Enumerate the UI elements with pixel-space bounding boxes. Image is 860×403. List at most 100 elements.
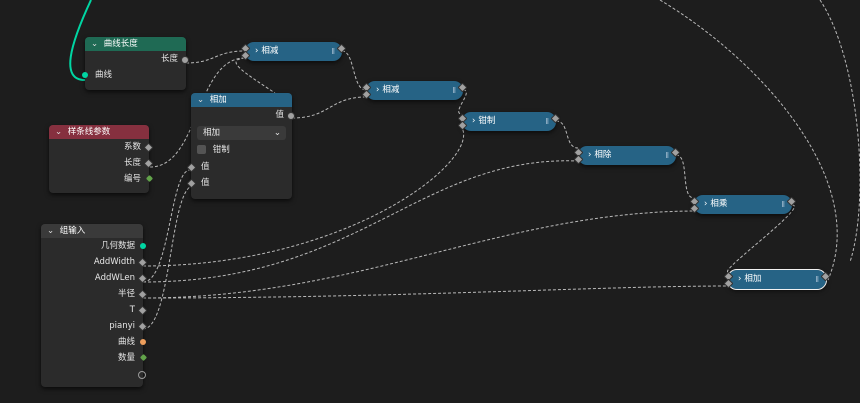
socket-label: 几何数据 — [100, 241, 135, 251]
input-socket[interactable] — [573, 154, 584, 165]
link-wlen-to-add — [142, 169, 191, 283]
node-group-input[interactable]: ⌄ 组输入 几何数据 AddWidth AddWLen 半径 T pianyi … — [41, 224, 148, 387]
input-socket[interactable] — [82, 72, 88, 78]
node-header[interactable]: ⌄ 相加 — [191, 93, 292, 107]
chevron-right-icon[interactable]: › — [738, 274, 742, 284]
link-multiply-to-add — [727, 204, 795, 273]
output-socket[interactable] — [145, 174, 154, 183]
chevron-right-icon[interactable]: › — [704, 199, 708, 209]
socket-label: AddWLen — [94, 273, 135, 283]
node-curve-length[interactable]: ⌄ 曲线长度 长度 曲线 — [82, 37, 189, 90]
socket-row: AddWLen — [41, 270, 148, 286]
input-socket[interactable] — [723, 278, 734, 289]
output-socket[interactable] — [137, 305, 148, 316]
output-socket[interactable] — [550, 113, 561, 123]
link-radius — [142, 210, 695, 299]
socket-row: 长度 — [49, 155, 154, 171]
socket-label: pianyi — [109, 321, 135, 331]
output-socket[interactable] — [181, 56, 189, 64]
output-socket[interactable] — [143, 142, 154, 153]
grip-icon[interactable]: ll — [781, 200, 786, 209]
input-socket[interactable] — [457, 120, 468, 131]
socket-label: 值 — [275, 110, 284, 120]
input-socket[interactable] — [186, 162, 197, 173]
output-socket[interactable] — [137, 289, 148, 300]
pill-subtract-2[interactable]: ›相减 ll — [361, 81, 468, 100]
socket-label: 数量 — [117, 353, 135, 363]
output-socket[interactable] — [457, 82, 468, 92]
link-clamp-to-divide — [555, 120, 579, 149]
socket-label: 长度 — [123, 158, 141, 168]
socket-row: 半径 — [41, 286, 148, 302]
link-top-right-2 — [819, 0, 860, 263]
pill-multiply[interactable]: ›相乘 ll — [689, 195, 797, 214]
socket-row-curve: 曲线 — [82, 67, 186, 83]
chevron-down-icon[interactable]: ⌄ — [47, 226, 55, 236]
output-socket[interactable] — [786, 196, 797, 206]
socket-row-empty — [41, 366, 146, 382]
socket-row: 几何数据 — [41, 238, 146, 254]
chevron-down-icon: ⌄ — [273, 128, 281, 138]
socket-label: 曲线 — [117, 337, 135, 347]
socket-row: 编号 — [49, 171, 154, 187]
pill-label: 相减 — [382, 85, 400, 95]
grip-icon[interactable]: ll — [452, 86, 457, 95]
pill-label: 相除 — [594, 150, 612, 160]
socket-label: AddWidth — [93, 257, 135, 267]
grip-icon[interactable]: ll — [331, 47, 336, 56]
chevron-down-icon[interactable]: ⌄ — [55, 127, 63, 137]
chevron-right-icon[interactable]: › — [376, 85, 380, 95]
node-title: 曲线长度 — [103, 39, 138, 49]
output-socket[interactable] — [143, 158, 154, 169]
link-length-to-subtract — [185, 50, 246, 64]
socket-row-input: 值 — [186, 175, 292, 191]
node-header[interactable]: ⌄ 曲线长度 — [85, 37, 186, 51]
output-socket[interactable] — [820, 271, 831, 281]
chevron-down-icon[interactable]: ⌄ — [197, 95, 205, 105]
output-socket[interactable] — [287, 112, 295, 120]
pill-add[interactable]: ›相加 ll — [723, 269, 831, 290]
node-header[interactable]: ⌄ 样条线参数 — [49, 125, 149, 139]
output-socket[interactable] — [137, 273, 148, 284]
chevron-right-icon[interactable]: › — [588, 150, 592, 160]
virtual-output-socket[interactable] — [138, 371, 146, 379]
pill-clamp[interactable]: ›钳制 ll — [457, 112, 561, 131]
node-title: 组输入 — [59, 226, 86, 236]
pill-subtract-1[interactable]: ›相减 ll — [240, 42, 347, 61]
output-socket[interactable] — [139, 353, 148, 362]
link-add-to-subtract — [291, 96, 367, 119]
output-socket[interactable] — [137, 257, 148, 268]
operation-dropdown[interactable]: 相加 ⌄ — [197, 126, 286, 140]
input-socket[interactable] — [186, 178, 197, 189]
input-socket[interactable] — [240, 50, 251, 61]
input-socket[interactable] — [689, 203, 700, 214]
input-socket[interactable] — [361, 89, 372, 100]
socket-label: 值 — [201, 178, 210, 188]
checkbox-label: 钳制 — [212, 145, 230, 155]
clamp-checkbox[interactable] — [197, 145, 206, 154]
pill-label: 相乘 — [710, 199, 728, 209]
socket-row-input: 值 — [186, 159, 292, 175]
output-socket[interactable] — [670, 147, 681, 157]
output-socket[interactable] — [336, 43, 347, 53]
socket-label: 半径 — [117, 289, 135, 299]
node-math-add[interactable]: ⌄ 相加 值 相加 ⌄ 钳制 值 值 — [186, 93, 295, 199]
chevron-right-icon[interactable]: › — [472, 116, 476, 126]
node-header[interactable]: ⌄ 组输入 — [41, 224, 143, 238]
socket-row: AddWidth — [41, 254, 148, 270]
pill-divide[interactable]: ›相除 ll — [573, 146, 681, 165]
grip-icon[interactable]: ll — [665, 151, 670, 160]
chevron-down-icon[interactable]: ⌄ — [91, 39, 99, 49]
link-top-right — [659, 0, 838, 281]
output-socket[interactable] — [140, 243, 146, 249]
grip-icon[interactable]: ll — [815, 275, 820, 284]
node-spline-parameter[interactable]: ⌄ 样条线参数 系数 长度 编号 — [49, 125, 154, 193]
output-socket[interactable] — [137, 321, 148, 332]
socket-label: T — [129, 305, 135, 315]
grip-icon[interactable]: ll — [545, 117, 550, 126]
output-socket[interactable] — [140, 339, 146, 345]
clamp-checkbox-row[interactable]: 钳制 — [197, 143, 286, 157]
socket-row: 系数 — [49, 139, 154, 155]
chevron-right-icon[interactable]: › — [255, 46, 259, 56]
link-subtract-to-subtract — [341, 50, 367, 91]
